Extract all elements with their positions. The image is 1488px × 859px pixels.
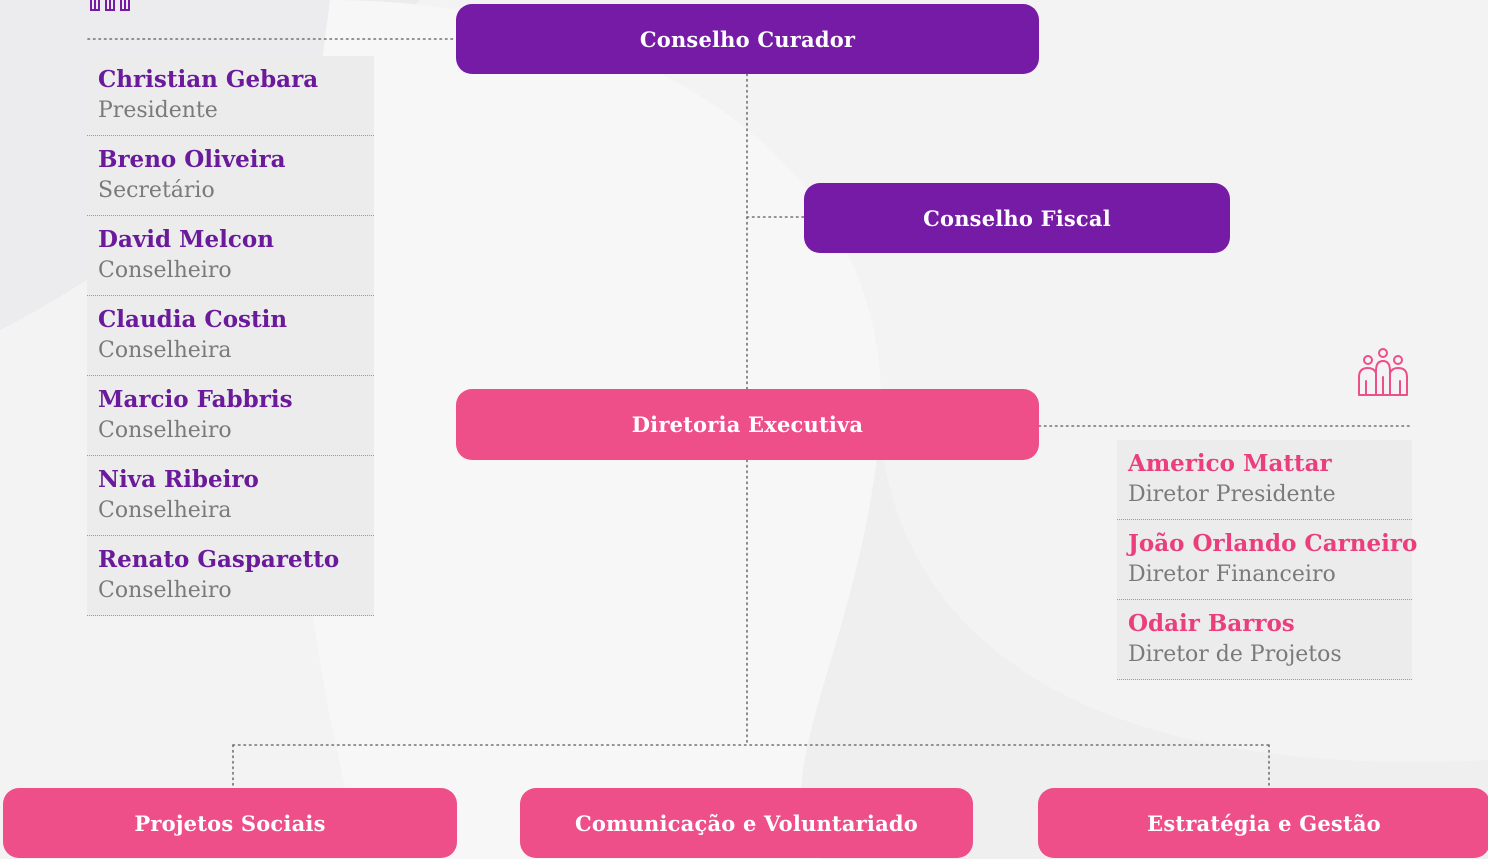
member-role: Diretor Presidente — [1128, 482, 1336, 507]
list-item: Renato Gasparetto Conselheiro — [87, 536, 374, 616]
member-name: Christian Gebara — [98, 66, 319, 93]
member-name: Breno Oliveira — [98, 146, 286, 173]
member-name: Renato Gasparetto — [98, 546, 340, 573]
conselho-curador-members: Christian Gebara Presidente Breno Olivei… — [87, 56, 374, 616]
conselho-fiscal-box[interactable]: Conselho Fiscal — [804, 183, 1230, 253]
list-item: Niva Ribeiro Conselheira — [87, 456, 374, 536]
member-role: Secretário — [98, 178, 215, 203]
comunicacao-voluntariado-label: Comunicação e Voluntariado — [575, 810, 918, 836]
member-role: Presidente — [98, 98, 218, 123]
member-name: David Melcon — [98, 226, 274, 253]
list-item: Claudia Costin Conselheira — [87, 296, 374, 376]
estrategia-gestao-label: Estratégia e Gestão — [1147, 810, 1381, 836]
member-role: Conselheira — [98, 338, 232, 363]
member-name: Odair Barros — [1128, 610, 1295, 637]
list-item: Marcio Fabbris Conselheiro — [87, 376, 374, 456]
list-item: Americo Mattar Diretor Presidente — [1117, 440, 1412, 520]
member-role: Conselheiro — [98, 578, 232, 603]
member-role: Conselheira — [98, 498, 232, 523]
member-role: Conselheiro — [98, 418, 232, 443]
member-name: Niva Ribeiro — [98, 466, 259, 493]
member-role: Diretor de Projetos — [1128, 642, 1342, 667]
estrategia-gestao-box[interactable]: Estratégia e Gestão — [1038, 788, 1488, 858]
list-item: Breno Oliveira Secretário — [87, 136, 374, 216]
projetos-sociais-box[interactable]: Projetos Sociais — [3, 788, 457, 858]
people-group-icon — [1358, 348, 1408, 396]
member-name: Americo Mattar — [1128, 450, 1332, 477]
list-item: Odair Barros Diretor de Projetos — [1117, 600, 1412, 680]
diretoria-executiva-members: Americo Mattar Diretor Presidente João O… — [1117, 440, 1418, 680]
diretoria-executiva-label: Diretoria Executiva — [631, 412, 864, 437]
list-item: João Orlando Carneiro Diretor Financeiro — [1117, 520, 1418, 600]
member-role: Conselheiro — [98, 258, 232, 283]
projetos-sociais-label: Projetos Sociais — [134, 810, 326, 836]
comunicacao-voluntariado-box[interactable]: Comunicação e Voluntariado — [520, 788, 973, 858]
member-name: João Orlando Carneiro — [1128, 530, 1418, 557]
member-name: Claudia Costin — [98, 306, 288, 333]
member-role: Diretor Financeiro — [1128, 562, 1336, 587]
conselho-curador-box[interactable]: Conselho Curador — [456, 4, 1039, 74]
list-item: David Melcon Conselheiro — [87, 216, 374, 296]
list-item: Christian Gebara Presidente — [87, 56, 374, 136]
people-group-icon — [90, 0, 130, 11]
diretoria-executiva-box[interactable]: Diretoria Executiva — [456, 389, 1039, 460]
conselho-fiscal-label: Conselho Fiscal — [923, 205, 1111, 231]
member-name: Marcio Fabbris — [98, 386, 293, 413]
conselho-curador-label: Conselho Curador — [639, 26, 856, 52]
